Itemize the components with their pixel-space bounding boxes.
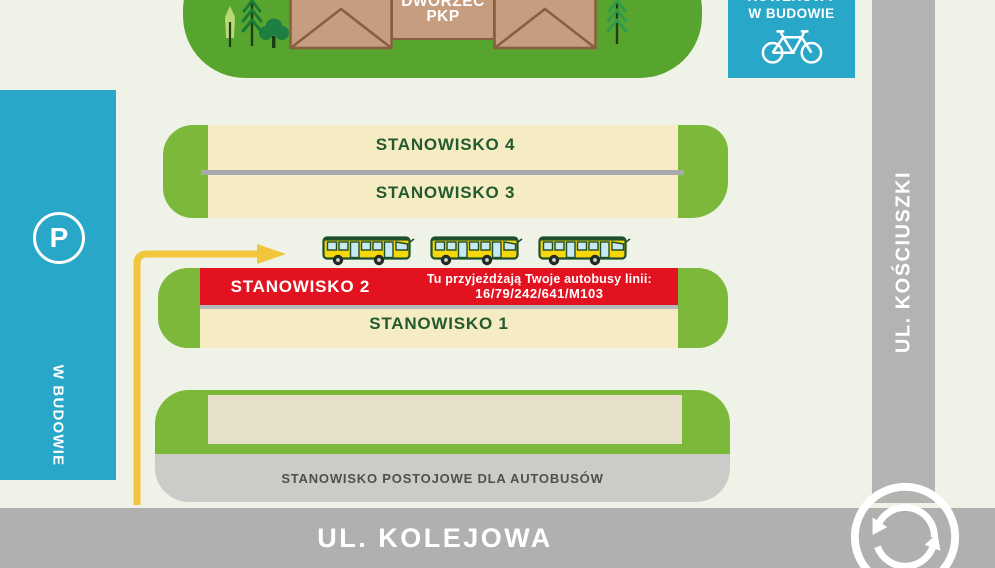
parking-icon: P — [33, 212, 85, 264]
bike-parking-box: ROWEROWY W BUDOWIE — [728, 0, 855, 78]
stand-3-label: STANOWISKO 3 — [375, 183, 516, 202]
stand-4-label: STANOWISKO 4 — [375, 135, 516, 154]
platform-surface — [200, 309, 678, 348]
station-building-left-wing — [289, 0, 393, 50]
stand-2-highlight-bar: STANOWISKO 2 Tu przyjeżdżają Twoje autob… — [200, 268, 678, 305]
street-kolejowa-label: UL. KOLEJOWA — [317, 522, 553, 553]
car-parking-bar: P W BUDOWIE — [0, 90, 116, 480]
depot-gray-area — [155, 454, 730, 502]
street-koscluszki: UL. KOŚCIUSZKI — [872, 0, 935, 503]
bus-icon — [430, 236, 523, 266]
tree-round-icon — [259, 18, 289, 48]
street-kolejowa: UL. KOLEJOWA — [0, 508, 995, 568]
bus-icon — [322, 236, 415, 266]
station-name: DWORZEC PKP — [401, 0, 485, 25]
platform-row-4-3: STANOWISKO 4 STANOWISKO 3 — [163, 125, 728, 218]
tree-pine-icon — [241, 0, 263, 46]
street-koscluszki-label: UL. KOŚCIUSZKI — [892, 170, 914, 354]
bicycle-icon — [761, 30, 822, 64]
bus-depot-block: STANOWISKO POSTOJOWE DLA AUTOBUSÓW — [155, 390, 730, 502]
platform-divider — [201, 170, 684, 175]
tree-light-pine-icon — [225, 6, 235, 47]
stand-1-label: STANOWISKO 1 — [369, 314, 509, 333]
arrow-to-stand-2 — [133, 244, 286, 505]
car-parking-label: W BUDOWIE — [49, 364, 67, 466]
station-building-center: DWORZEC PKP — [391, 0, 495, 40]
roundabout-icon — [850, 482, 960, 568]
bike-parking-label: W BUDOWIE — [748, 6, 835, 21]
depot-surface — [208, 395, 682, 444]
platform-edge-line — [200, 305, 678, 309]
stand-2-label: STANOWISKO 2 — [230, 276, 371, 296]
stand-2-info: Tu przyjeżdżają Twoje autobusy linii: 16… — [426, 272, 652, 301]
bike-parking-clipped-text: ROWEROWY — [728, 0, 855, 5]
depot-label: STANOWISKO POSTOJOWE DLA AUTOBUSÓW — [281, 470, 604, 486]
station-building-right-wing — [493, 0, 597, 50]
platform-row-2-1: STANOWISKO 2 Tu przyjeżdżają Twoje autob… — [158, 268, 728, 348]
bus-icon — [538, 236, 631, 266]
tree-pine-icon — [606, 0, 628, 44]
